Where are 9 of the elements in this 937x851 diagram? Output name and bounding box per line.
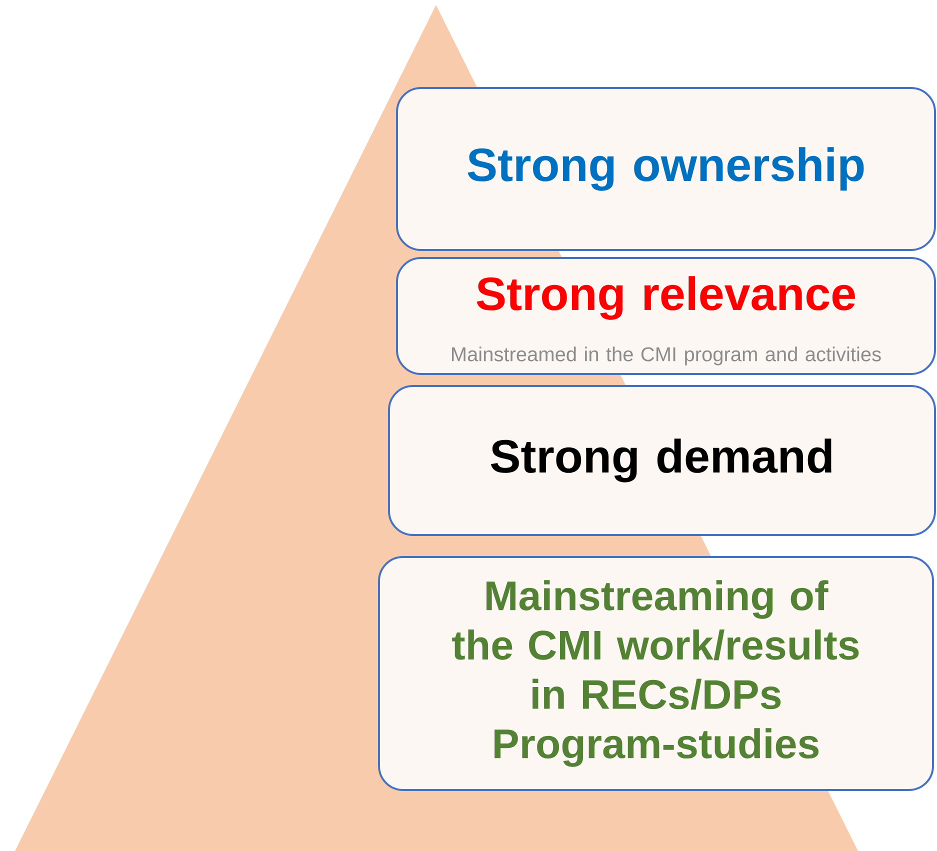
background-text: Mainstreamed in the CMI program and activities — [452, 346, 881, 366]
text-box — [378, 556, 934, 791]
box-label: Strong relevance — [476, 276, 855, 320]
text-box — [396, 257, 936, 375]
box-label: Strong ownership — [468, 147, 864, 191]
box-label: Strong demand — [490, 438, 832, 482]
box-label: Mainstreaming of the CMI work/results in RECs/DPs Program-studies — [452, 580, 859, 767]
text-box — [388, 385, 936, 536]
text-box — [396, 87, 936, 251]
